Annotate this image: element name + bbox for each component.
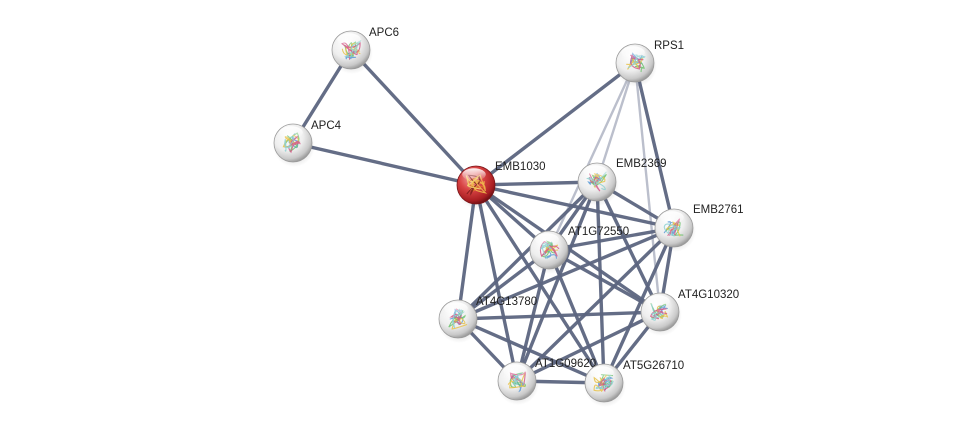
node-highlight [279,126,303,139]
node-highlight [337,33,361,46]
edge-at4g13780-at4g10320[interactable] [456,310,662,321]
node-label-emb2761: EMB2761 [693,204,744,216]
node-label-rps1: RPS1 [654,40,684,52]
node-highlight [646,295,670,308]
node-highlight [535,233,559,246]
node-at4g13780[interactable]: AT4G13780 [438,296,537,343]
node-highlight [621,46,645,59]
node-highlight [462,168,486,181]
node-emb2369[interactable]: EMB2369 [577,158,667,206]
edge-rps1-emb1030[interactable] [474,61,637,187]
edge-at4g10320-at1g09620[interactable] [515,310,662,383]
edges-layer [291,48,676,385]
edge-rps1-at1g72550[interactable] [547,61,637,252]
node-label-at5g26710: AT5G26710 [623,360,684,372]
node-at5g26710[interactable]: AT5G26710 [584,360,684,407]
edge-emb2369-at5g26710[interactable] [595,180,606,385]
node-at4g10320[interactable]: AT4G10320 [640,289,739,336]
node-emb2761[interactable]: EMB2761 [654,204,744,252]
edge-emb1030-emb2761[interactable] [474,183,676,230]
node-emb1030[interactable]: EMB1030 [456,161,546,209]
edge-apc4-emb1030[interactable] [291,141,478,187]
node-apc6[interactable]: APC6 [331,27,399,74]
node-label-apc4: APC4 [311,120,342,132]
node-highlight [660,211,684,224]
edge-emb2369-at4g13780[interactable] [456,180,599,321]
edge-at4g13780-at5g26710[interactable] [456,317,606,385]
node-at1g09620[interactable]: AT1G09620 [497,358,596,405]
node-highlight [583,165,607,178]
edge-emb2761-at4g13780[interactable] [456,226,676,321]
node-highlight [444,302,468,315]
node-label-emb1030: EMB1030 [495,161,546,173]
edge-apc6-emb1030[interactable] [349,48,478,187]
node-at1g72550[interactable]: AT1G72550 [529,226,629,274]
node-rps1[interactable]: RPS1 [615,40,684,87]
edge-emb2761-at5g26710[interactable] [602,226,676,385]
node-label-at1g72550: AT1G72550 [568,226,629,238]
node-label-at4g10320: AT4G10320 [678,289,739,301]
node-apc4[interactable]: APC4 [273,120,342,167]
edge-emb2369-at1g09620[interactable] [515,180,599,383]
node-label-emb2369: EMB2369 [616,158,667,170]
node-highlight [503,364,527,377]
node-highlight [590,366,614,379]
edge-rps1-emb2761[interactable] [633,61,676,230]
node-label-at1g09620: AT1G09620 [535,358,596,370]
node-label-at4g13780: AT4G13780 [476,296,537,308]
edge-rps1-at4g10320[interactable] [633,61,662,314]
node-label-apc6: APC6 [369,27,399,39]
